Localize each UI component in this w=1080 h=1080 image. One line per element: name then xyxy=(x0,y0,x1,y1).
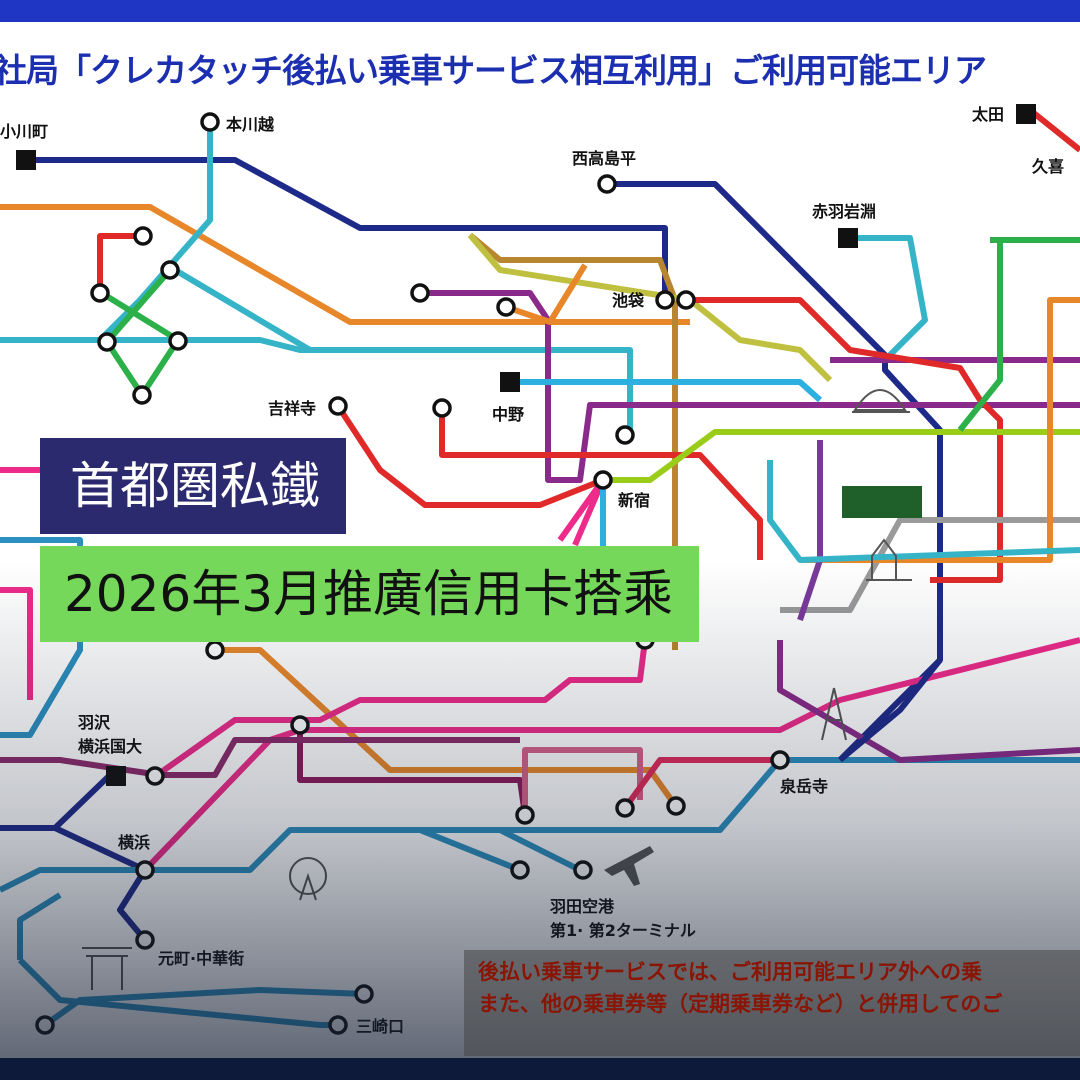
route-line xyxy=(98,268,181,398)
map-title: 社局「クレカタッチ後払い乗車サービス相互利用」ご利用可能エリア xyxy=(0,51,987,90)
station-marker xyxy=(676,290,696,310)
station-marker xyxy=(145,766,165,786)
station-marker xyxy=(133,226,153,246)
terminal-station-marker xyxy=(16,150,36,170)
route-line xyxy=(0,587,33,700)
ferris-wheel-icon xyxy=(289,857,327,901)
route-line xyxy=(0,772,148,942)
station-label-motomachi: 元町·中華街 xyxy=(158,949,244,968)
route-line xyxy=(510,379,823,403)
station-label-ota: 太田 xyxy=(971,105,1004,124)
station-marker xyxy=(515,805,535,825)
station-label-kuki: 久喜 xyxy=(1032,157,1064,176)
budokan-icon xyxy=(852,389,910,413)
station-marker xyxy=(135,860,155,880)
route-line xyxy=(848,235,928,363)
station-marker xyxy=(90,283,110,303)
station-label-kichijoji: 吉祥寺 xyxy=(268,399,316,418)
station-label-sengakuji: 泉岳寺 xyxy=(780,777,828,796)
terminal-station-marker xyxy=(106,766,126,786)
route-line xyxy=(97,233,143,292)
station-label-akabaneiwabuchi: 赤羽岩淵 xyxy=(812,202,876,221)
route-line xyxy=(1028,107,1080,153)
chinatown-gate-icon xyxy=(82,947,132,990)
station-marker xyxy=(132,385,152,405)
station-label-hazawa: 羽沢 xyxy=(78,713,111,732)
notice-line-1: 後払い乗車サービスでは、ご利用可能エリア外への乗 xyxy=(478,960,982,984)
station-marker xyxy=(770,750,790,770)
station-label-haneda-terminal: 第1· 第2ターミナル xyxy=(550,921,696,940)
route-line xyxy=(439,408,763,560)
caption-headline: 首都圏私鐵 xyxy=(40,438,346,534)
route-line xyxy=(26,157,668,300)
airplane-icon xyxy=(604,846,654,886)
route-line xyxy=(335,404,605,508)
route-line xyxy=(780,517,1080,613)
station-label-yokohama: 横浜 xyxy=(118,833,150,852)
notice-line-2: また、他の乗車券等（定期乗車券など）と併用してのご xyxy=(478,992,1003,1016)
station-label-ogawamachi: 小川町 xyxy=(0,122,48,141)
station-marker xyxy=(354,984,374,1004)
top-bar xyxy=(0,0,1080,22)
station-marker xyxy=(655,290,675,310)
station-marker xyxy=(496,297,516,317)
station-marker xyxy=(160,260,180,280)
station-label-nakano: 中野 xyxy=(492,405,524,424)
route-line xyxy=(43,987,366,1028)
station-marker xyxy=(573,860,593,880)
imperial-palace-icon xyxy=(842,486,922,518)
route-line xyxy=(767,460,1080,563)
station-marker xyxy=(168,331,188,351)
route-line xyxy=(957,237,1080,432)
station-marker xyxy=(328,396,348,416)
route-line xyxy=(0,467,606,547)
station-marker xyxy=(593,470,613,490)
route-line xyxy=(777,640,1080,763)
station-marker xyxy=(97,332,117,352)
route-line xyxy=(0,204,690,325)
station-marker xyxy=(510,860,530,880)
station-label-nishitakashimadaira: 西高島平 xyxy=(572,149,636,168)
route-line xyxy=(797,440,823,621)
station-marker xyxy=(615,798,635,818)
route-line xyxy=(690,297,1003,583)
terminal-station-marker xyxy=(1016,104,1036,124)
route-line xyxy=(420,290,1080,483)
station-marker xyxy=(666,796,686,816)
route-line xyxy=(467,233,833,383)
station-marker xyxy=(328,1015,348,1035)
route-line xyxy=(603,429,1080,483)
station-marker xyxy=(597,174,617,194)
station-marker xyxy=(290,715,310,735)
terminal-station-marker xyxy=(838,228,858,248)
station-label-ikebukuro: 池袋 xyxy=(612,291,645,310)
caption-subheadline: 2026年3月推廣信用卡搭乘 xyxy=(40,546,700,642)
station-marker xyxy=(410,283,430,303)
station-marker xyxy=(35,1015,55,1035)
terminal-station-marker xyxy=(500,372,520,392)
station-marker xyxy=(615,425,635,445)
route-line xyxy=(418,827,582,873)
station-marker xyxy=(200,112,220,132)
route-line xyxy=(505,263,588,325)
station-label-misakiguchi: 三崎口 xyxy=(356,1017,404,1036)
station-marker xyxy=(432,398,452,418)
notice-box: 後払い乗車サービスでは、ご利用可能エリア外への乗 また、他の乗車券等（定期乗車券… xyxy=(464,950,1080,1056)
route-line xyxy=(468,232,678,650)
station-marker xyxy=(135,930,155,950)
station-label-honkawagoe: 本川越 xyxy=(226,115,275,134)
station-label-haneda: 羽田空港 xyxy=(550,897,615,916)
station-marker xyxy=(205,640,225,660)
bottom-bar xyxy=(0,1058,1080,1080)
route-line xyxy=(173,267,312,353)
station-label-yokohama-kokudai: 横浜国大 xyxy=(78,737,142,756)
station-label-shinjuku: 新宿 xyxy=(618,491,650,510)
